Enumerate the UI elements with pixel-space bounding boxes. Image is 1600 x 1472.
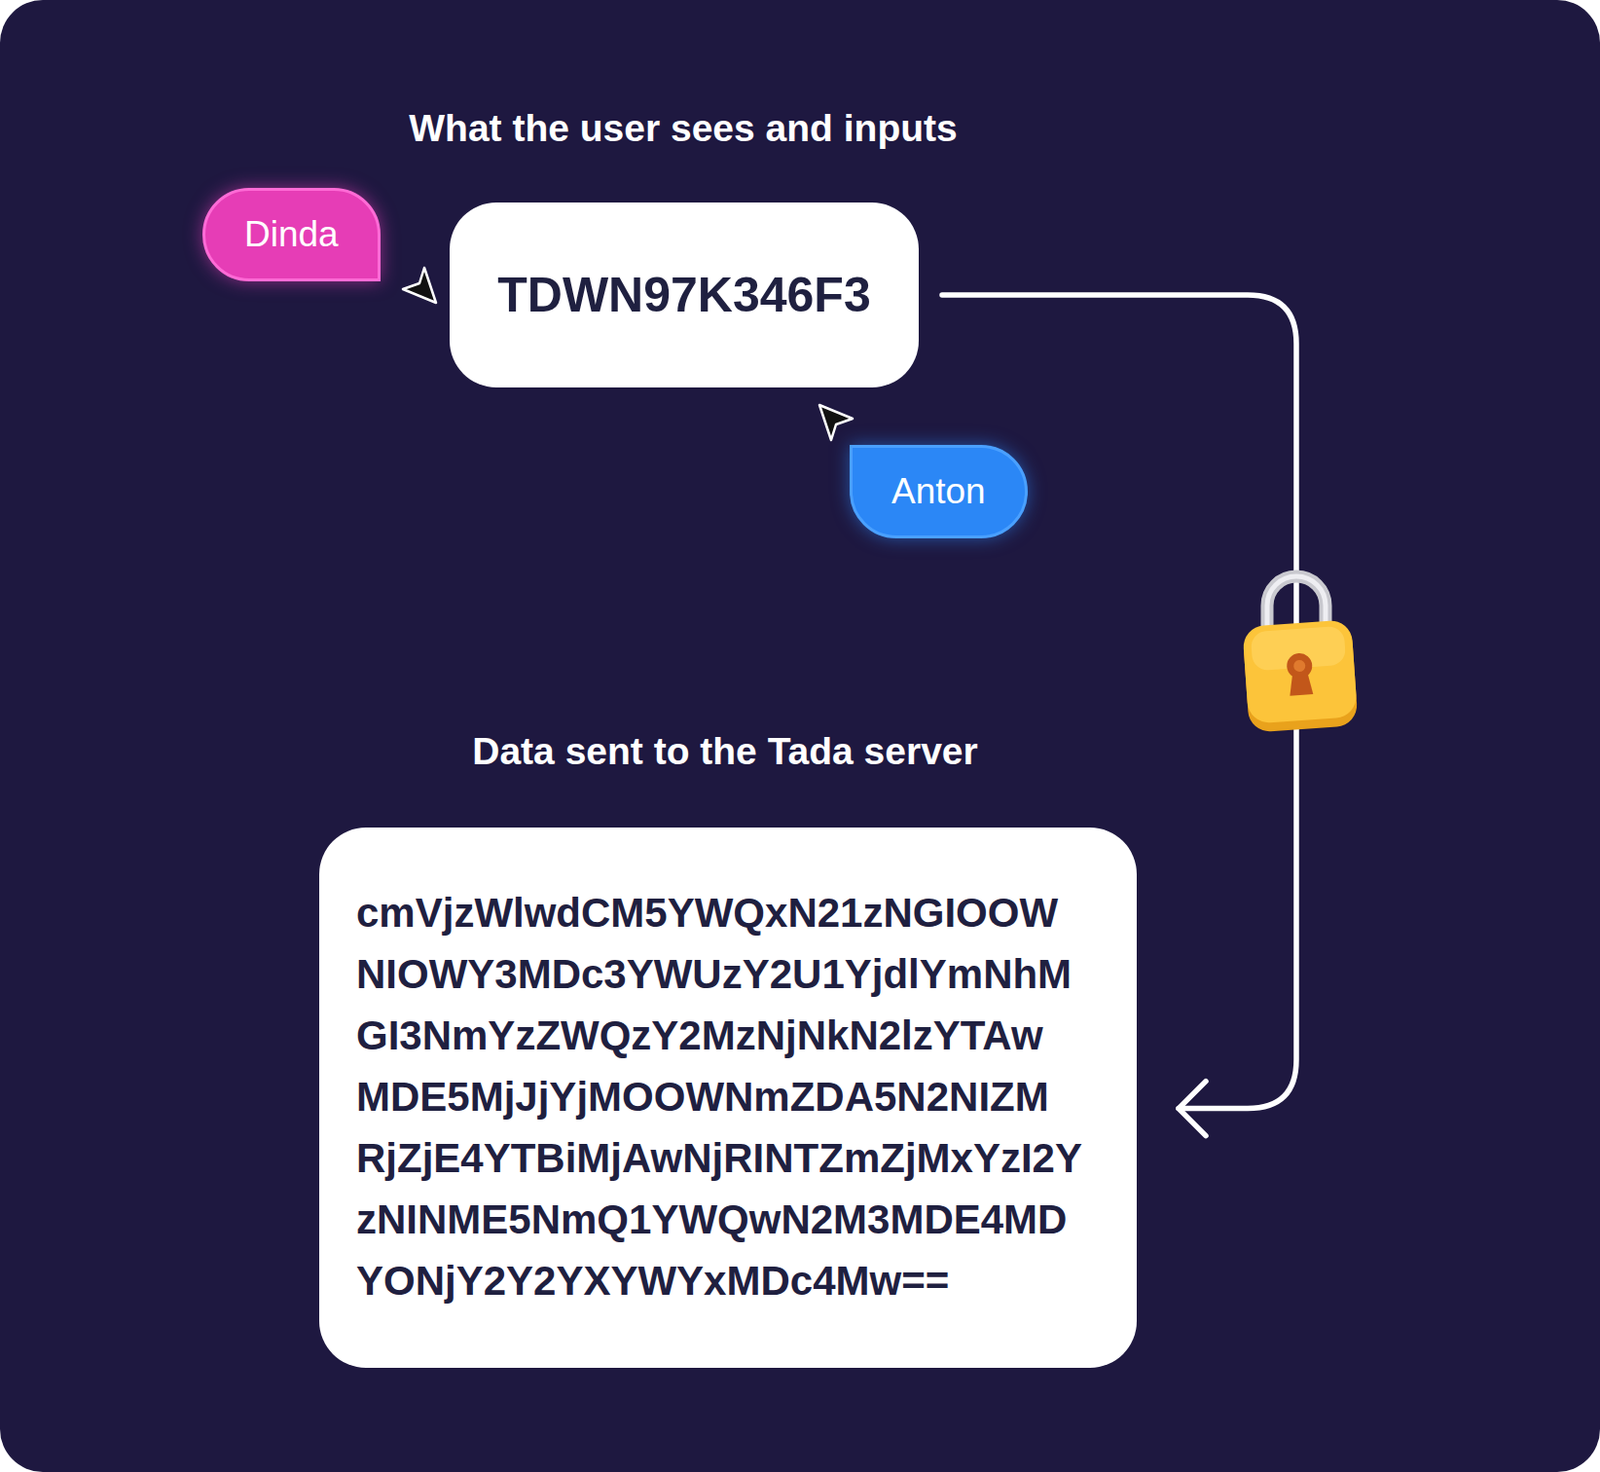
diagram-title: What the user sees and inputs bbox=[408, 107, 957, 150]
input-box: TDWN97K346F3 bbox=[449, 202, 919, 388]
cursor-dinda bbox=[402, 267, 437, 303]
node-text: cmVjzWlwdCM5YWQxN21zNGIOOW NIOWY3MDc3YWU… bbox=[356, 881, 1100, 1311]
padlock-icon bbox=[1241, 576, 1358, 733]
cursor-anton bbox=[819, 404, 853, 440]
section-heading: Data sent to the Tada server bbox=[472, 729, 978, 773]
user-tag: Dinda bbox=[202, 187, 381, 282]
encrypted-box: cmVjzWlwdCM5YWQxN21zNGIOOW NIOWY3MDc3YWU… bbox=[319, 827, 1137, 1368]
node-text: TDWN97K346F3 bbox=[497, 266, 871, 324]
node-text: Dinda bbox=[244, 214, 339, 255]
arrow-head bbox=[1178, 1081, 1206, 1136]
node-text: Anton bbox=[891, 471, 986, 512]
user-tag: Anton bbox=[849, 444, 1028, 539]
